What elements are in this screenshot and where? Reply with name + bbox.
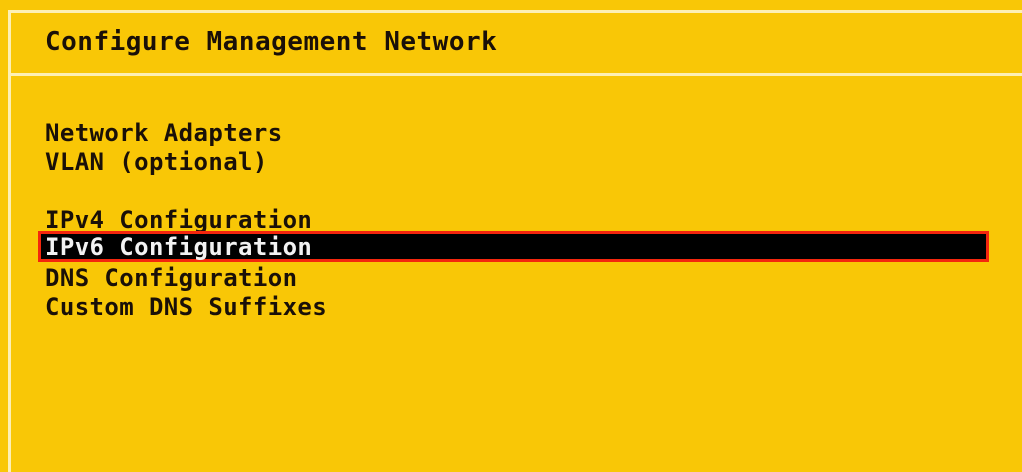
selection-highlight xyxy=(38,231,989,262)
configure-management-network-menu: Network Adapters VLAN (optional) IPv4 Co… xyxy=(0,118,1022,321)
window-frame-top-border xyxy=(8,10,1022,13)
menu-item-label: Custom DNS Suffixes xyxy=(45,293,328,321)
menu-item-ipv4-configuration[interactable]: IPv4 Configuration xyxy=(0,205,1022,234)
menu-item-label: IPv4 Configuration xyxy=(45,206,313,234)
menu-item-vlan[interactable]: VLAN (optional) xyxy=(0,147,1022,176)
menu-item-label: IPv6 Configuration xyxy=(45,233,313,261)
menu-item-dns-configuration[interactable]: DNS Configuration xyxy=(0,263,1022,292)
menu-item-label: DNS Configuration xyxy=(45,264,298,292)
menu-group-spacer xyxy=(0,176,1022,205)
menu-item-label: Network Adapters xyxy=(45,119,283,147)
menu-item-network-adapters[interactable]: Network Adapters xyxy=(0,118,1022,147)
title-separator-line xyxy=(11,73,1022,76)
menu-item-ipv6-configuration[interactable]: IPv6 Configuration xyxy=(0,231,1022,263)
menu-item-custom-dns-suffixes[interactable]: Custom DNS Suffixes xyxy=(0,292,1022,321)
menu-item-label: VLAN (optional) xyxy=(45,148,268,176)
page-title: Configure Management Network xyxy=(45,27,498,57)
window-frame-left-border xyxy=(8,10,11,472)
